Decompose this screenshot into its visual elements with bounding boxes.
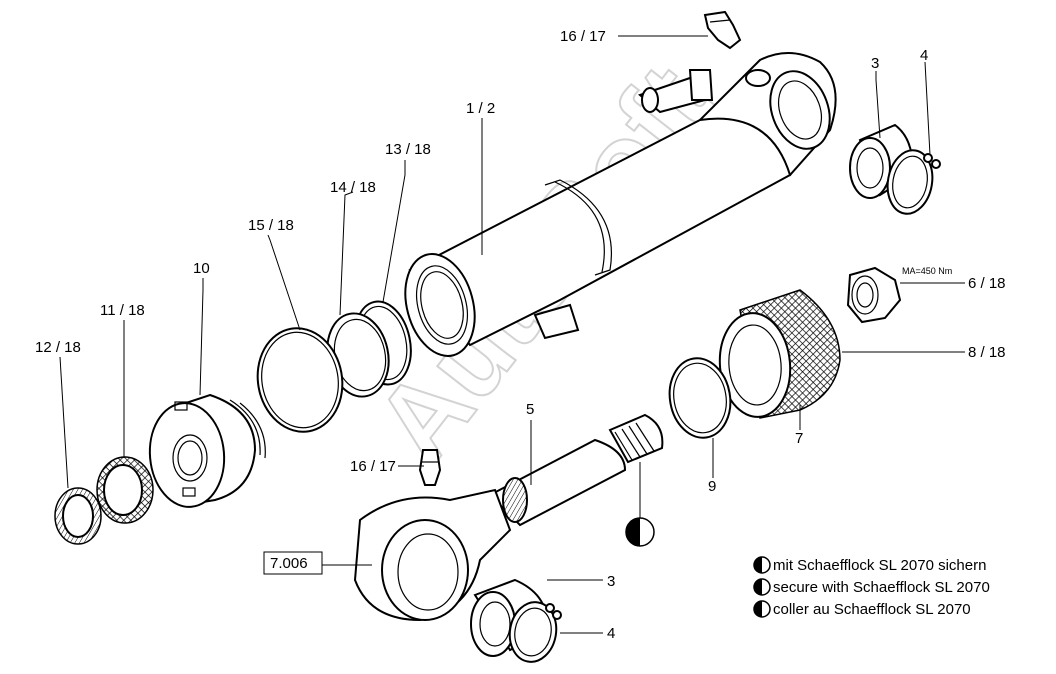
callout-labels: 16 / 17 1 / 2 13 / 18 14 / 18 15 / 18 10…	[35, 28, 1006, 642]
piston-rod-5	[353, 413, 664, 622]
label-14-18: 14 / 18	[330, 179, 376, 196]
label-7-006-box	[263, 551, 323, 575]
wiper-11-18	[96, 456, 154, 524]
piston-8-18	[718, 289, 841, 419]
oring-15-18	[256, 327, 344, 433]
legend-text-fr: coller au Schaefflock SL 2070	[773, 601, 971, 618]
label-3-bottom: 3	[607, 573, 615, 590]
half-filled-circle-icon	[625, 517, 655, 547]
label-6-18: 6 / 18	[968, 275, 1006, 292]
nut-6-18	[846, 266, 902, 324]
label-16-17-top: 16 / 17	[560, 28, 606, 45]
label-13-18: 13 / 18	[385, 141, 431, 158]
ring-12-18	[54, 487, 102, 545]
label-1-2: 1 / 2	[466, 100, 495, 117]
label-7: 7	[795, 430, 803, 447]
legend-text-de: mit Schaefflock SL 2070 sichern	[773, 557, 986, 574]
half-filled-circle-icon	[753, 600, 771, 618]
grease-nipple-top	[703, 10, 771, 87]
leader-lines	[59, 35, 965, 634]
legend-item-en: secure with Schaefflock SL 2070	[753, 578, 990, 596]
label-3-top: 3	[871, 55, 879, 72]
label-11-18: 11 / 18	[100, 302, 145, 319]
label-4-bottom: 4	[607, 625, 615, 642]
legend: mit Schaefflock SL 2070 sichern secure w…	[753, 556, 990, 618]
label-7-006: 7.006	[270, 555, 308, 572]
label-10: 10	[193, 260, 210, 277]
label-16-17-mid: 16 / 17	[350, 458, 396, 475]
ring-9	[668, 357, 732, 439]
half-filled-circle-icon	[753, 556, 771, 574]
circlip-bottom	[508, 601, 562, 663]
cylinder-barrel	[404, 51, 837, 357]
label-4-top: 4	[920, 47, 928, 64]
legend-item-de: mit Schaefflock SL 2070 sichern	[753, 556, 986, 574]
label-12-18: 12 / 18	[35, 339, 81, 356]
label-torque: MA=450 Nm	[902, 266, 952, 276]
gland-10	[148, 393, 266, 508]
legend-text-en: secure with Schaefflock SL 2070	[773, 579, 990, 596]
label-15-18: 15 / 18	[248, 217, 294, 234]
label-9: 9	[708, 478, 716, 495]
circlip-top	[886, 149, 941, 215]
legend-item-fr: coller au Schaefflock SL 2070	[753, 600, 971, 618]
label-8-18: 8 / 18	[968, 344, 1006, 361]
label-5: 5	[526, 401, 534, 418]
half-filled-circle-icon	[753, 578, 771, 596]
grease-nipple-mid	[418, 449, 442, 486]
